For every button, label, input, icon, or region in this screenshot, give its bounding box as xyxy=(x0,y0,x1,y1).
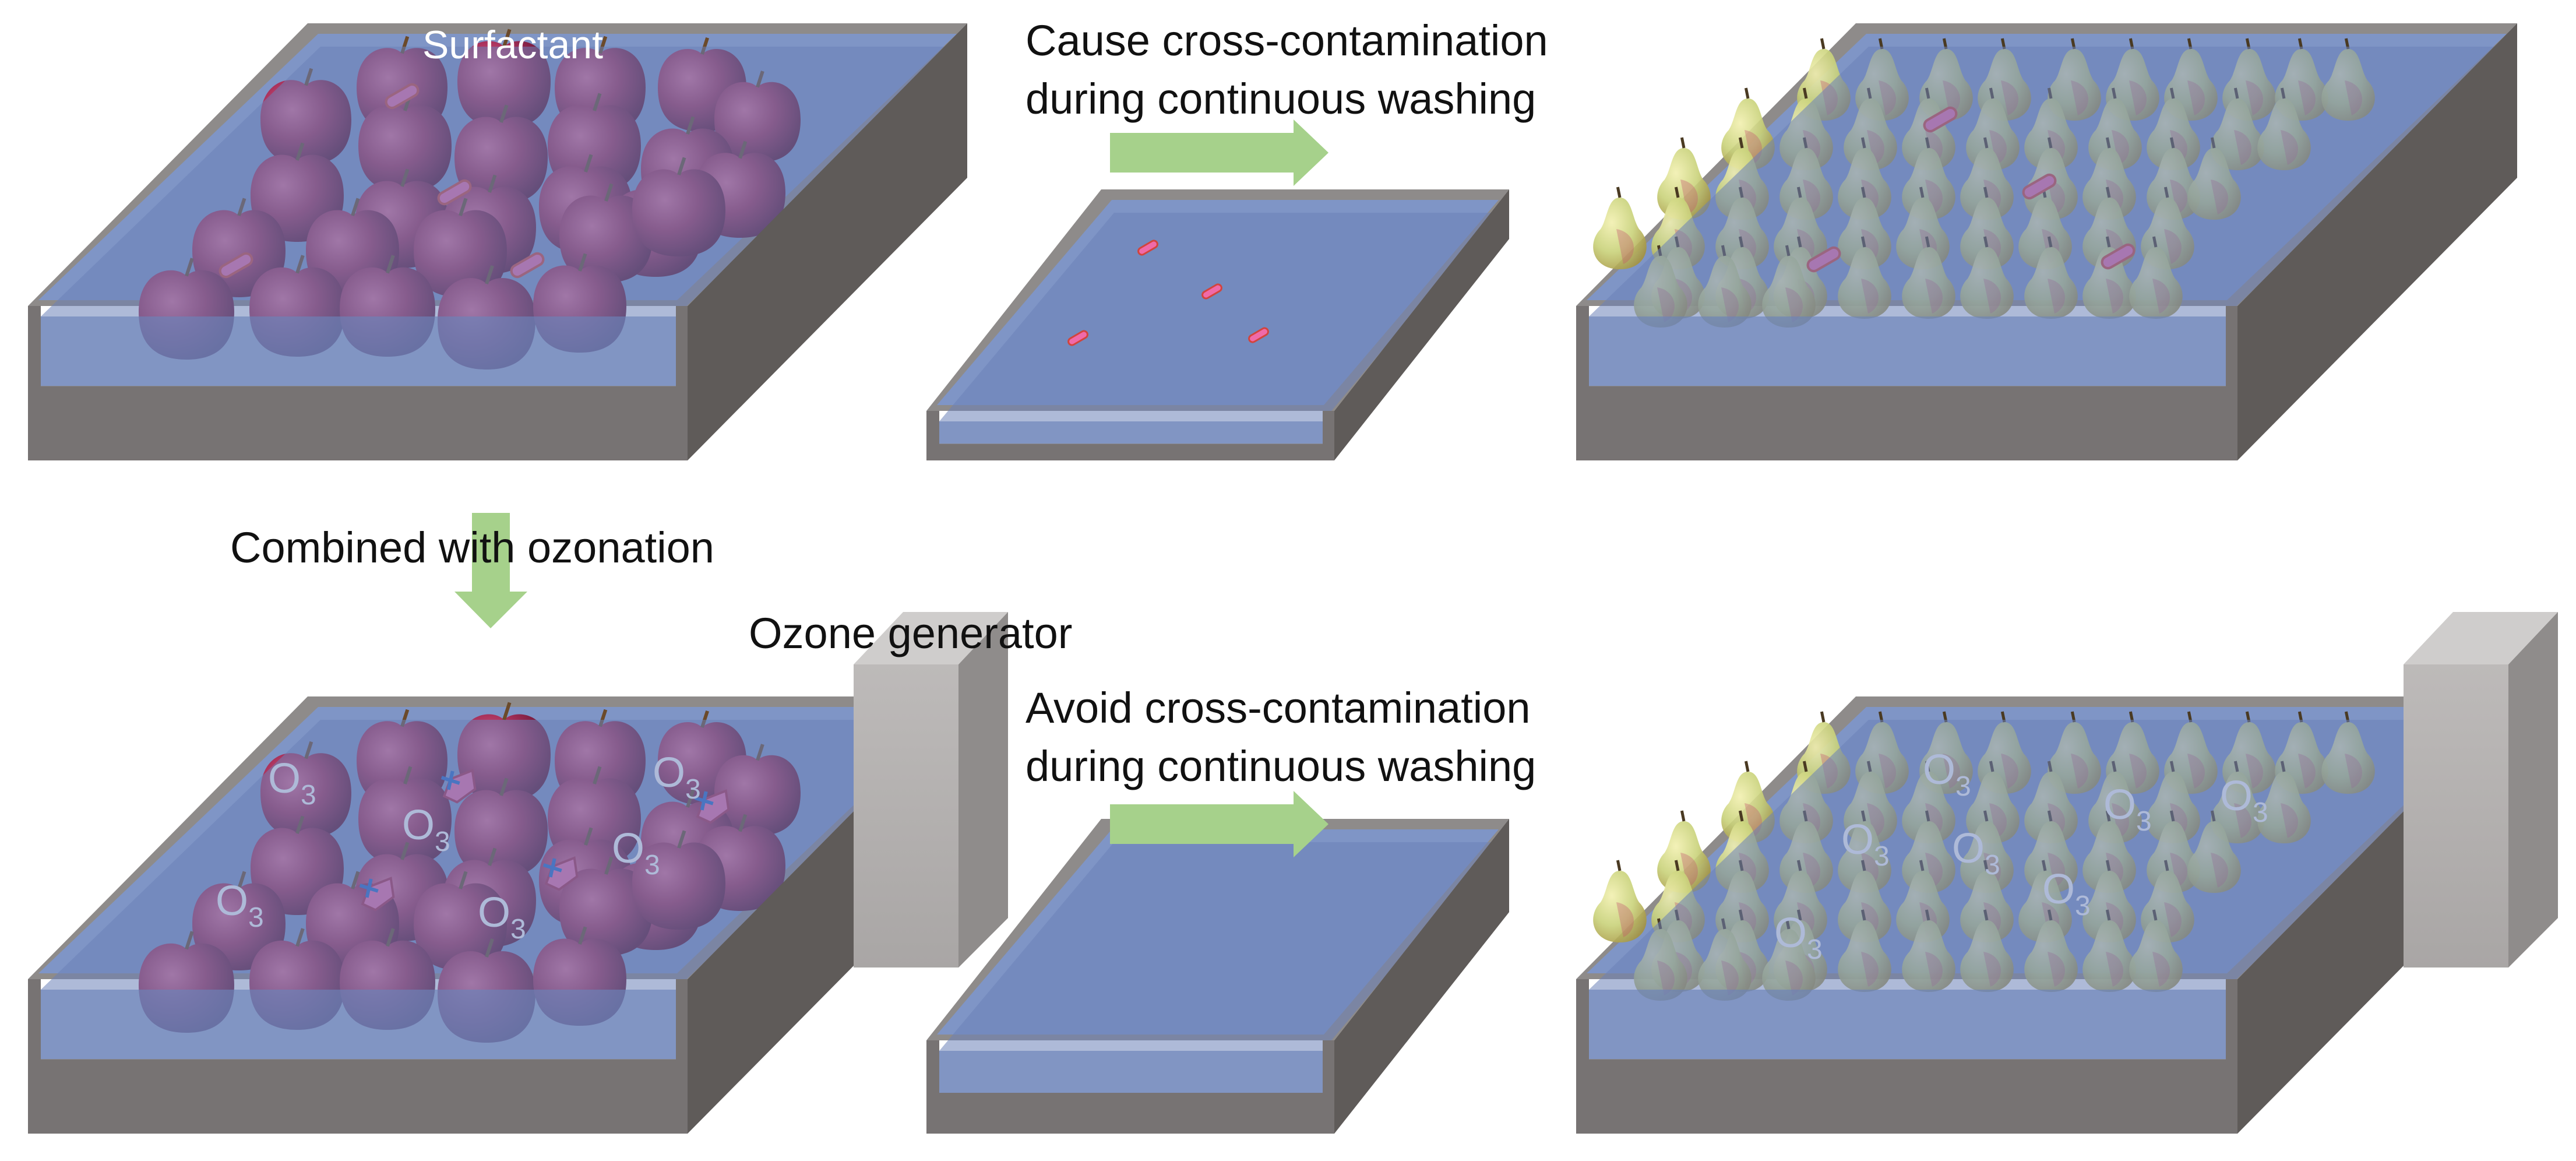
tank-side-wall xyxy=(1334,189,1509,460)
bacteria-icon xyxy=(1067,330,1088,346)
tank-bottom-left-apples-ozonation: O3O3O3O3O3O3 xyxy=(28,696,967,1134)
arrow-down-icon xyxy=(454,513,527,628)
water-surface xyxy=(41,720,956,990)
tank-top-right-pears-contaminated xyxy=(1576,23,2517,460)
tank-top-middle-contaminated-water xyxy=(926,189,1509,460)
water-front xyxy=(1589,990,2226,1060)
water-surface xyxy=(41,47,956,316)
ozone-generator-icon xyxy=(854,612,1008,968)
water-surface xyxy=(939,842,1497,1051)
bacteria-icon xyxy=(1248,327,1269,343)
tank-side-wall xyxy=(1334,819,1509,1134)
tank-front-wall xyxy=(28,306,688,460)
bacteria-icon xyxy=(1137,240,1158,256)
tank-bottom-right-pears-ozonation: O3O3O3O3O3O3O3 xyxy=(1576,696,2517,1134)
arrow-right-icon xyxy=(1110,791,1328,857)
ozone-generator-icon xyxy=(2404,612,2558,968)
water-front xyxy=(41,990,676,1060)
surfactant-label: Surfactant xyxy=(422,23,603,67)
water-surface xyxy=(1589,47,2505,316)
combined-label: Combined with ozonation xyxy=(230,523,714,572)
arrow-right-icon xyxy=(1110,119,1328,186)
tank-front-wall xyxy=(1576,979,2237,1134)
tank-front-wall xyxy=(926,411,1334,460)
water-surface xyxy=(1589,720,2505,990)
tank-front-wall xyxy=(926,1040,1334,1134)
tank-side-wall xyxy=(2237,23,2517,460)
water-front xyxy=(939,1051,1323,1093)
cause-label-line1: Cause cross-contamination xyxy=(1026,16,1548,65)
avoid-label-line1: Avoid cross-contamination xyxy=(1026,684,1531,732)
tank-front-wall xyxy=(28,979,688,1134)
bacteria-icon xyxy=(1201,283,1222,300)
tank-front-wall xyxy=(1576,306,2237,460)
tank-top-left-apples-surfactant xyxy=(28,23,967,460)
pear-icon xyxy=(1593,187,1647,269)
pear-icon xyxy=(1593,860,1647,942)
ozone-generator-label: Ozone generator xyxy=(749,609,1072,657)
avoid-label-line2: during continuous washing xyxy=(1026,742,1536,790)
tank-side-wall xyxy=(688,23,967,460)
cause-label-line2: during continuous washing xyxy=(1026,75,1536,123)
water-surface xyxy=(939,213,1497,421)
tank-bottom-middle-clean-water xyxy=(926,819,1509,1134)
water-front xyxy=(41,316,676,386)
water-front xyxy=(939,421,1323,444)
water-front xyxy=(1589,316,2226,386)
